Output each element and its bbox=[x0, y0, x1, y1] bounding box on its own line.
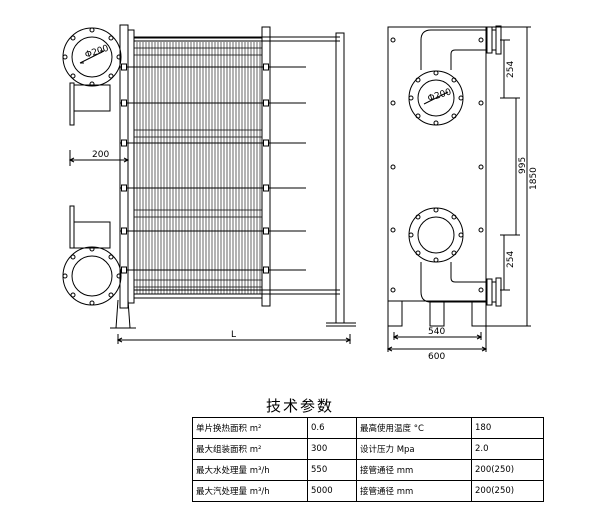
top-flange bbox=[62, 27, 122, 87]
param-value: 180 bbox=[471, 417, 544, 439]
param-value: 300 bbox=[307, 438, 357, 460]
dim-1850-label: 1850 bbox=[529, 167, 539, 190]
technical-drawing: Φ200 Φ200 200 L 254 995 1850 254 540 600 bbox=[62, 24, 539, 362]
table-row: 最大组装面积 m² 300 设计压力 Mpa 2.0 bbox=[192, 438, 544, 460]
param-label: 最大水处理量 m³/h bbox=[192, 459, 308, 481]
diameter-label-side: Φ200 bbox=[84, 44, 110, 61]
front-view bbox=[386, 25, 531, 352]
dim-540-label: 540 bbox=[428, 327, 445, 337]
dim-200-label: 200 bbox=[92, 150, 109, 160]
table-row: 单片换热面积 m² 0.6 最高使用温度 °C 180 bbox=[192, 417, 544, 439]
param-label: 设计压力 Mpa bbox=[356, 438, 472, 460]
dim-L-label: L bbox=[231, 330, 236, 340]
table-title: 技术参数 bbox=[265, 397, 334, 415]
param-label: 最高使用温度 °C bbox=[356, 417, 472, 439]
side-view bbox=[62, 24, 356, 344]
param-label: 最大汽处理量 m³/h bbox=[192, 480, 308, 502]
dim-600-label: 600 bbox=[428, 352, 445, 362]
table-row: 最大水处理量 m³/h 550 接管通径 mm 200(250) bbox=[192, 459, 544, 481]
param-value: 0.6 bbox=[307, 417, 357, 439]
param-label: 单片换热面积 m² bbox=[192, 417, 308, 439]
param-value: 2.0 bbox=[471, 438, 544, 460]
param-label: 接管通径 mm bbox=[356, 480, 472, 502]
param-label: 最大组装面积 m² bbox=[192, 438, 308, 460]
dim-995-label: 995 bbox=[518, 157, 528, 174]
table-row: 最大汽处理量 m³/h 5000 接管通径 mm 200(250) bbox=[192, 480, 544, 502]
param-value: 200(250) bbox=[471, 480, 544, 502]
param-label: 接管通径 mm bbox=[356, 459, 472, 481]
param-value: 550 bbox=[307, 459, 357, 481]
param-value: 200(250) bbox=[471, 459, 544, 481]
diameter-label-front: Φ200 bbox=[427, 87, 453, 104]
param-value: 5000 bbox=[307, 480, 357, 502]
bottom-flange bbox=[62, 246, 122, 306]
dim-254-top-label: 254 bbox=[506, 61, 516, 78]
spec-table: 单片换热面积 m² 0.6 最高使用温度 °C 180 最大组装面积 m² 30… bbox=[192, 417, 544, 502]
dim-254-bottom-label: 254 bbox=[506, 251, 516, 268]
